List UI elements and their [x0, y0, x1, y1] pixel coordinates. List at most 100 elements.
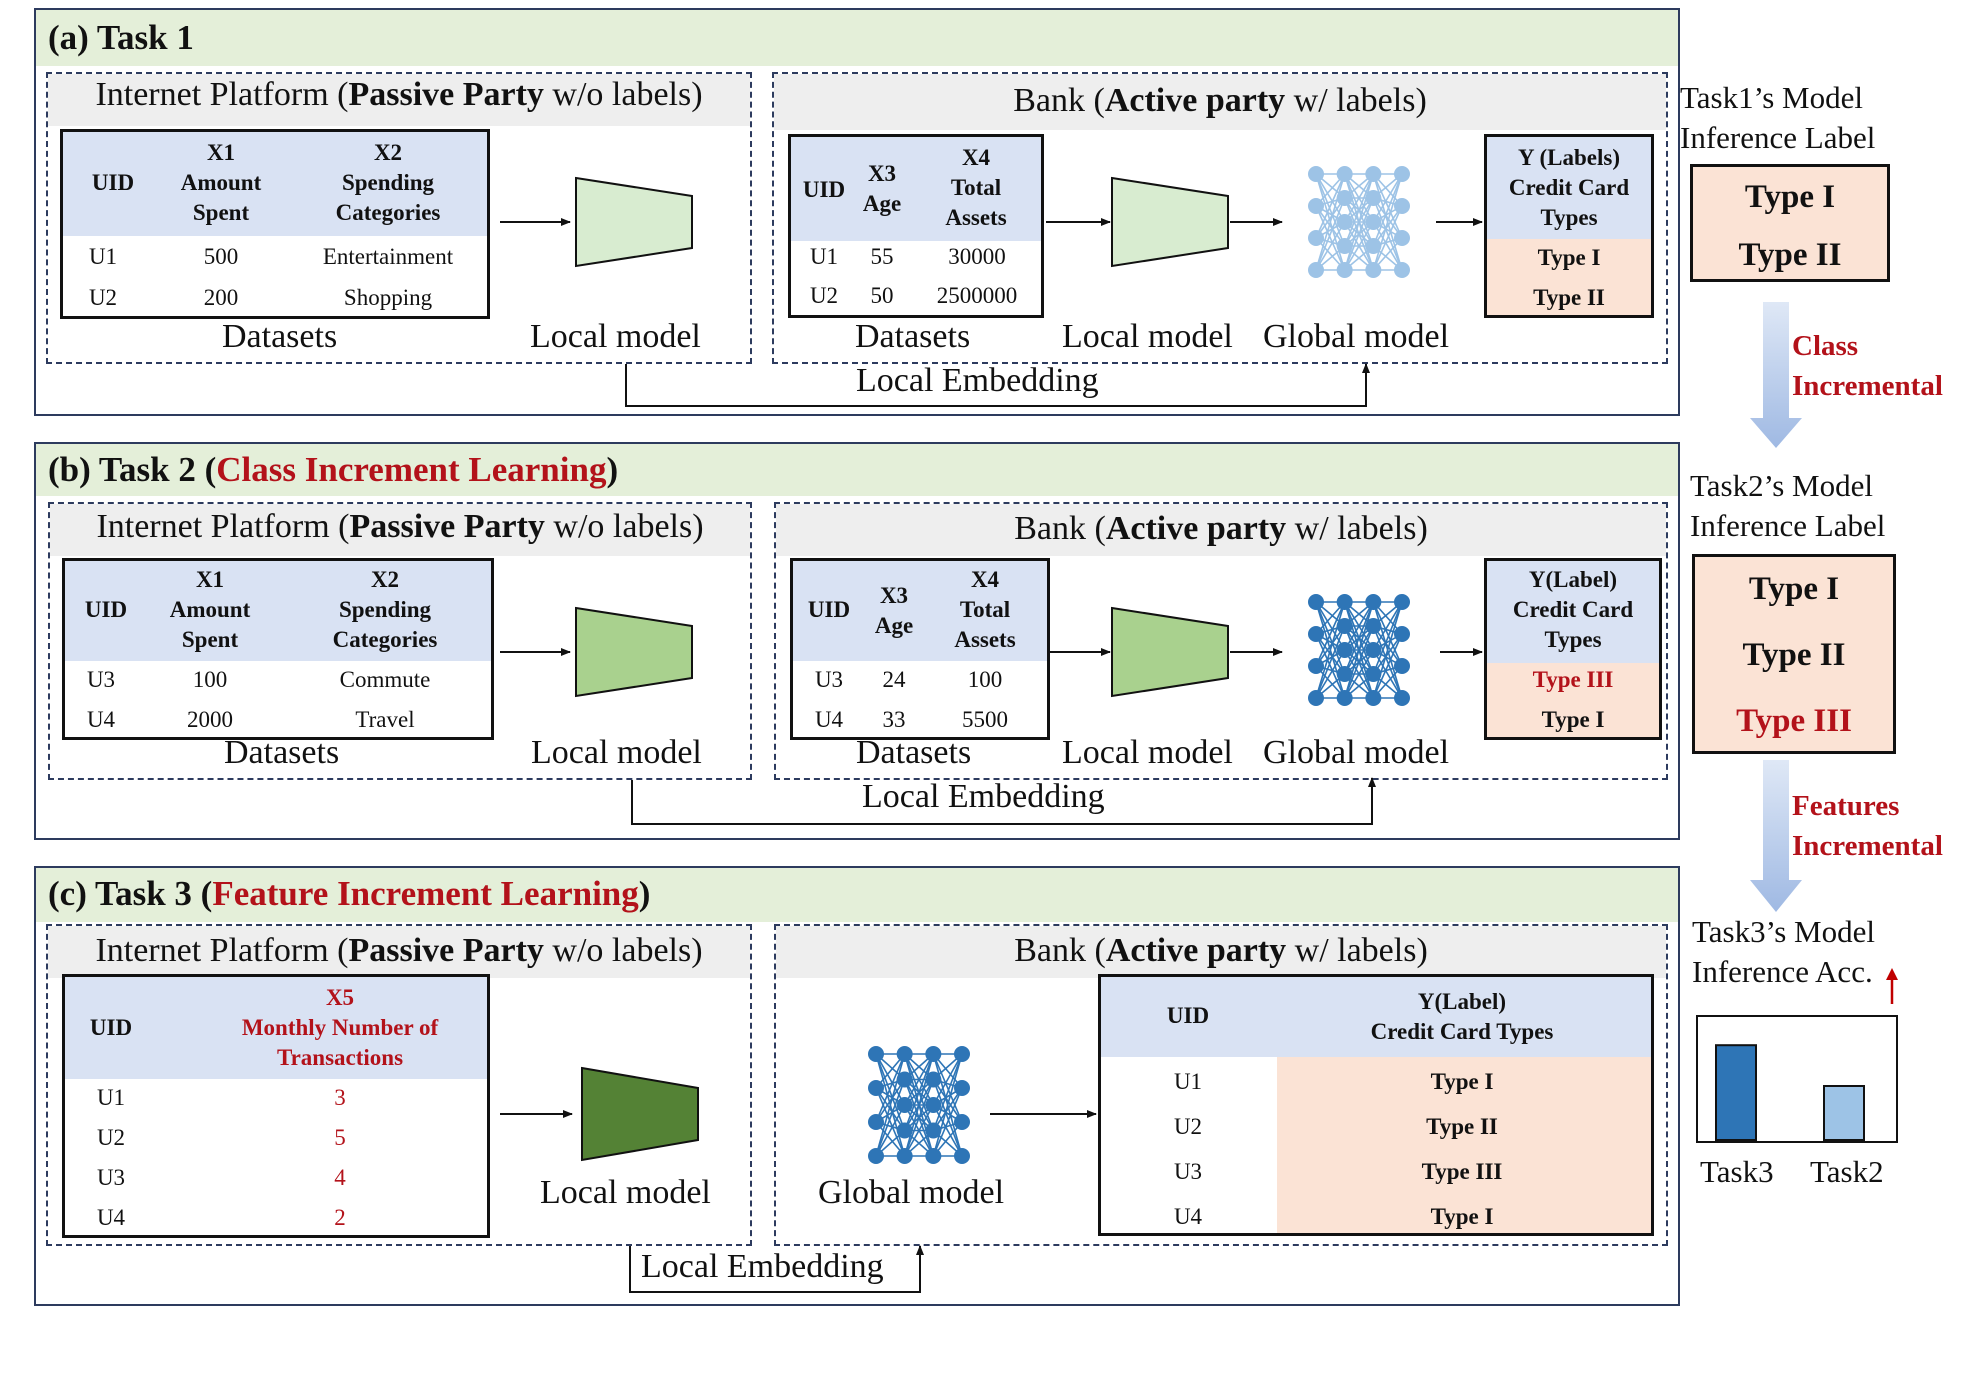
task3-title: (c) Task 3 (Feature Increment Learning): [48, 874, 651, 913]
party-band: [776, 926, 1666, 978]
net-edge: [1315, 221, 1346, 271]
net-edge: [1315, 601, 1346, 651]
cell: 2: [334, 1205, 346, 1230]
embedding-connector: [625, 363, 1370, 407]
bar-task2: [1823, 1085, 1865, 1141]
col-x2-line3: Categories: [335, 200, 441, 225]
net-node: [896, 1071, 913, 1088]
net-node: [1336, 690, 1353, 706]
net-edge: [875, 1053, 906, 1157]
cell: 5: [334, 1125, 346, 1150]
net-edge: [1343, 625, 1375, 699]
global-model-caption: Global model: [1263, 318, 1450, 355]
class-incremental-arrow: [1750, 302, 1802, 448]
bar-task3: [1715, 1044, 1757, 1141]
party-title: Internet Platform (Passive Party w/o lab…: [95, 932, 703, 969]
cell: 2500000: [936, 283, 1018, 308]
task3-passive-party: Internet Platform (Passive Party w/o lab…: [46, 924, 752, 1246]
net-node: [1336, 618, 1353, 634]
task2-bank-local-model-shape: [1111, 606, 1229, 698]
cell: 3: [334, 1085, 346, 1110]
net-node: [896, 1097, 913, 1113]
col-x3-line1: X3: [879, 583, 909, 608]
datasets-caption: Datasets: [224, 734, 340, 771]
net-node: [1394, 166, 1410, 182]
inference-type: Type II: [1742, 637, 1846, 673]
cell: Shopping: [343, 285, 433, 310]
net-edge: [1315, 601, 1346, 667]
col-x4-line2: Total: [959, 597, 1011, 622]
net-edge: [1343, 173, 1375, 247]
cell: 50: [870, 283, 894, 308]
inference-accuracy-chart: [1696, 1015, 1898, 1143]
task2-header: [36, 444, 1678, 496]
global-model-caption: Global model: [1263, 734, 1450, 771]
col-x1-line1: X1: [195, 567, 225, 592]
net-node: [896, 1046, 913, 1062]
cell: 200: [203, 285, 239, 310]
global-model-caption: Global model: [818, 1174, 1005, 1211]
col-x2-line1: X2: [370, 567, 400, 592]
net-edge: [1315, 625, 1346, 699]
label-cell: Type I: [1537, 245, 1601, 270]
net-edge: [875, 1087, 906, 1131]
net-edge: [1372, 173, 1403, 271]
net-edge: [1315, 601, 1346, 675]
cell: U3: [86, 667, 116, 692]
local-model-caption: Local model: [530, 318, 701, 355]
net-edge: [1343, 601, 1375, 675]
net-edge: [1372, 601, 1403, 699]
local-model-caption: Local model: [1062, 734, 1233, 771]
cell: 4: [334, 1165, 346, 1190]
task1-passive-party: Internet Platform (Passive Party w/o lab…: [46, 72, 752, 364]
table-header: [65, 977, 487, 1079]
local-embedding-caption: Local Embedding: [641, 1248, 884, 1285]
net-node: [925, 1097, 942, 1113]
net-edge: [1315, 173, 1346, 223]
col-x4-line3: Assets: [954, 627, 1016, 652]
net-node: [1394, 658, 1410, 674]
net-edge: [932, 1104, 963, 1157]
net-node: [1308, 594, 1324, 610]
cell: Entertainment: [322, 244, 454, 269]
net-edge: [1315, 649, 1346, 699]
col-uid: UID: [807, 597, 851, 622]
col-x1-line2: Amount: [180, 170, 262, 195]
cell: 500: [203, 244, 239, 269]
label-cell: Type II: [1533, 285, 1605, 310]
cell: 55: [870, 244, 894, 269]
task1-header: [36, 10, 1678, 66]
net-node: [1365, 618, 1382, 634]
task2-active-party: Bank (Active party w/ labels): [774, 502, 1668, 780]
cell: U1: [88, 244, 118, 269]
cell: Commute: [339, 667, 431, 692]
net-node: [954, 1114, 970, 1130]
cell: U3: [96, 1165, 126, 1190]
net-node: [1365, 594, 1382, 610]
task1-active-party: Bank (Active party w/ labels): [772, 72, 1668, 364]
net-edge: [932, 1053, 963, 1123]
cell: U4: [96, 1205, 126, 1230]
task1-label-table: Y (Labels) Credit Card Types Type I Type…: [1484, 134, 1654, 318]
task1-passive-table: UID X1 Amount Spent X2 Spending Categori…: [60, 129, 490, 319]
net-edge: [1343, 601, 1375, 699]
net-node: [1394, 230, 1410, 246]
col-x5-line3: Transactions: [276, 1045, 404, 1070]
task3-header: [36, 868, 1678, 922]
net-node: [1308, 230, 1324, 246]
cell: 30000: [948, 244, 1006, 269]
cell: U4: [1173, 1204, 1203, 1229]
col-x5-line1: X5: [325, 985, 355, 1010]
net-node: [868, 1148, 884, 1164]
col-y-line3: Types: [1540, 205, 1598, 230]
col-y-line2: Credit Card: [1512, 597, 1634, 622]
net-node: [1365, 690, 1382, 706]
party-title: Bank (Active party w/ labels): [1014, 932, 1428, 969]
cell: U2: [809, 283, 839, 308]
net-edge: [1315, 633, 1346, 699]
net-node: [1394, 262, 1410, 278]
embedding-connector: [629, 1245, 924, 1293]
